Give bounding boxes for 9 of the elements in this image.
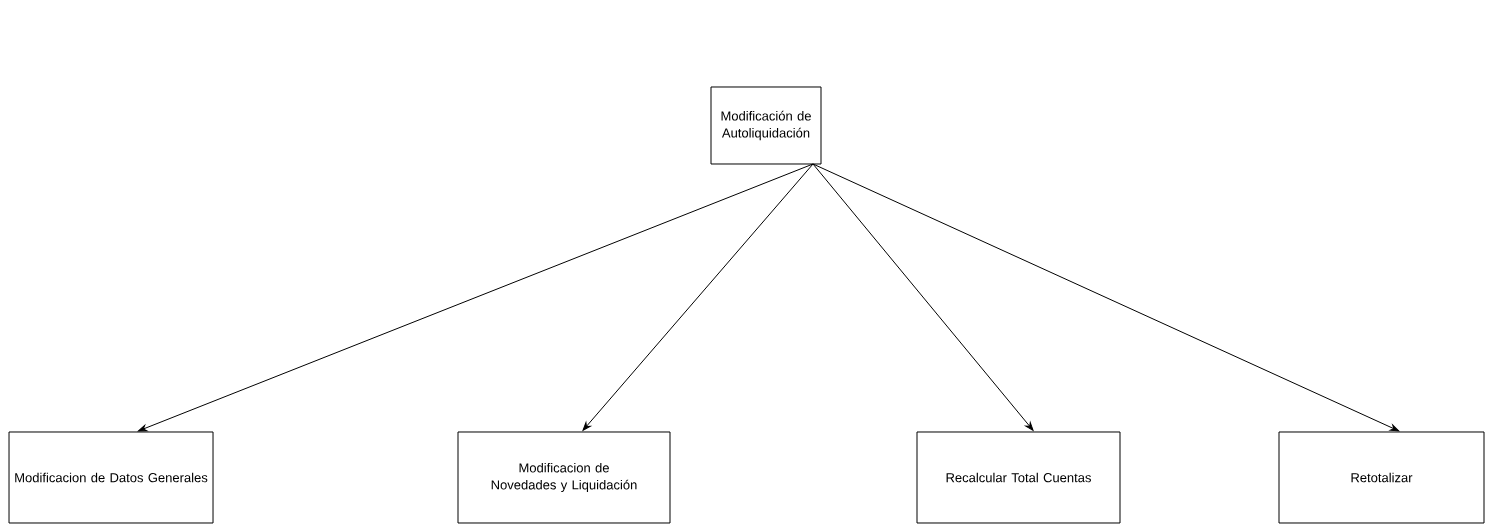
process-box: Modificacion de Novedades y Liquidación <box>457 431 671 524</box>
arrow <box>812 163 1034 431</box>
process-box: Modificacion de Datos Generales <box>8 431 214 524</box>
arrow <box>812 163 1400 432</box>
arrow <box>582 163 814 431</box>
process-box: Retotalizar <box>1278 431 1485 524</box>
process-box: Recalcular Total Cuentas <box>916 431 1121 524</box>
process-box: Modificación de Autoliquidación <box>710 86 822 165</box>
arrow <box>137 163 814 432</box>
